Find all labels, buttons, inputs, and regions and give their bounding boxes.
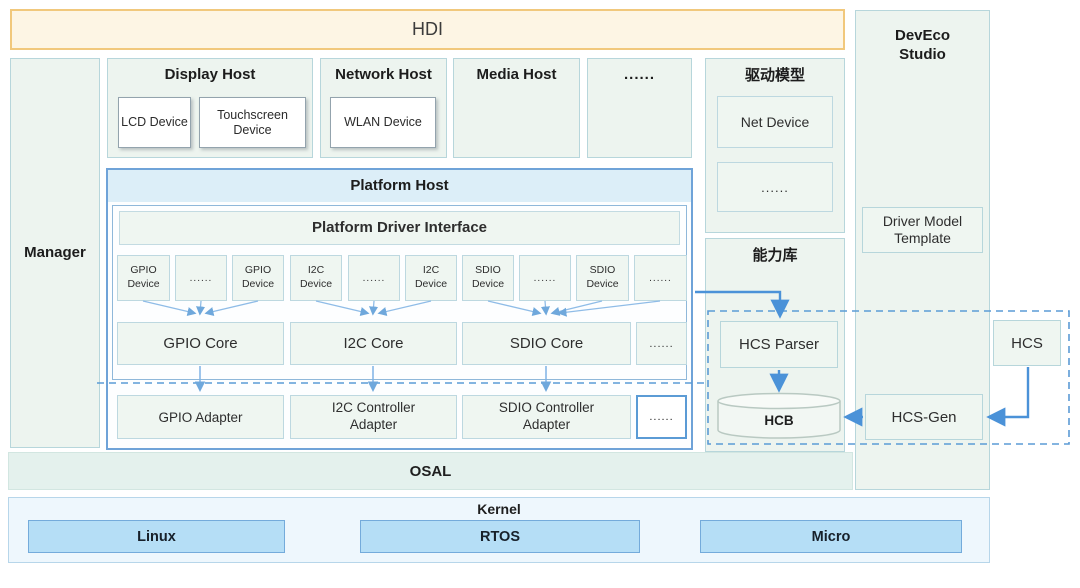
i2c-device-label-1: I2C Device <box>299 264 333 290</box>
gpio-device-box-2: GPIO Device <box>232 255 284 301</box>
wlan-device-label: WLAN Device <box>344 115 422 129</box>
lcd-device-box: LCD Device <box>118 97 191 148</box>
device-more-box-1: ...... <box>175 255 227 301</box>
osal-label: OSAL <box>409 462 452 480</box>
kernel-rtos-label: RTOS <box>479 528 521 545</box>
kernel-micro-label: Micro <box>811 528 851 545</box>
device-more-label-1: ...... <box>189 272 213 284</box>
hcs-label: HCS <box>1011 334 1043 352</box>
gpio-core-label: GPIO Core <box>163 335 238 352</box>
touchscreen-device-box: Touchscreen Device <box>199 97 306 148</box>
kernel-rtos-box: RTOS <box>360 520 640 553</box>
kernel-title: Kernel <box>477 501 521 517</box>
media-host-title: Media Host <box>476 66 557 83</box>
manager-label: Manager <box>24 243 86 261</box>
gpio-device-label-2: GPIO Device <box>241 264 275 290</box>
sdio-device-box-2: SDIO Device <box>576 255 629 301</box>
gpio-core-box: GPIO Core <box>117 322 284 365</box>
device-more-box-4: ...... <box>634 255 687 301</box>
hdi-label: HDI <box>412 19 443 39</box>
device-more-label-4: ...... <box>649 272 672 284</box>
sdio-adapter-box: SDIO Controller Adapter <box>462 395 631 439</box>
i2c-core-label: I2C Core <box>343 335 404 352</box>
gpio-device-label-1: GPIO Device <box>127 264 160 290</box>
i2c-adapter-label: I2C Controller Adapter <box>331 400 416 432</box>
adapter-more-box: ...... <box>636 395 687 439</box>
driver-model-title: 驱动模型 <box>744 67 805 84</box>
sdio-adapter-label: SDIO Controller Adapter <box>498 400 595 432</box>
hdi-bar: HDI <box>10 9 845 50</box>
driver-model-more-label: ...... <box>761 179 789 195</box>
core-more-label: ...... <box>649 337 674 350</box>
hcs-gen-box: HCS-Gen <box>865 394 983 440</box>
gpio-adapter-box: GPIO Adapter <box>117 395 284 439</box>
more-hosts-label: ...... <box>623 66 655 83</box>
net-device-box: Net Device <box>717 96 833 148</box>
platform-host-title: Platform Host <box>108 170 691 202</box>
hcs-parser-box: HCS Parser <box>720 321 838 368</box>
i2c-device-box-1: I2C Device <box>290 255 342 301</box>
media-host-panel: Media Host <box>453 58 580 158</box>
hcs-to-hcs-gen-arrow <box>986 367 1030 427</box>
driver-model-more-box: ...... <box>717 162 833 212</box>
capability-lib-title: 能力库 <box>752 247 798 264</box>
wlan-device-box: WLAN Device <box>330 97 436 148</box>
device-more-box-3: ...... <box>519 255 571 301</box>
kernel-micro-box: Micro <box>700 520 962 553</box>
gpio-adapter-label: GPIO Adapter <box>158 409 243 425</box>
device-more-label-3: ...... <box>533 272 557 284</box>
hcb-database: HCB <box>716 392 842 440</box>
sdio-core-box: SDIO Core <box>462 322 631 365</box>
hcs-box: HCS <box>993 320 1061 366</box>
i2c-device-box-2: I2C Device <box>405 255 457 301</box>
display-host-title: Display Host <box>164 66 256 83</box>
kernel-linux-box: Linux <box>28 520 285 553</box>
hcs-parser-label: HCS Parser <box>738 336 820 353</box>
driver-model-template-box: Driver Model Template <box>862 207 983 253</box>
net-device-label: Net Device <box>740 114 810 130</box>
hcs-gen-label: HCS-Gen <box>891 408 957 426</box>
sdio-device-label-1: SDIO Device <box>471 264 505 290</box>
platform-driver-interface-label: Platform Driver Interface <box>311 218 488 236</box>
device-more-box-2: ...... <box>348 255 400 301</box>
core-more-box: ...... <box>636 322 687 365</box>
i2c-core-box: I2C Core <box>290 322 457 365</box>
lcd-device-label: LCD Device <box>121 115 188 129</box>
i2c-adapter-box: I2C Controller Adapter <box>290 395 457 439</box>
manager-panel: Manager <box>10 58 100 448</box>
i2c-device-label-2: I2C Device <box>414 264 448 290</box>
gpio-device-box-1: GPIO Device <box>117 255 170 301</box>
platform-driver-interface-box: Platform Driver Interface <box>119 211 680 245</box>
hcb-label: HCB <box>764 412 794 428</box>
adapter-more-label: ...... <box>649 411 674 423</box>
sdio-device-box-1: SDIO Device <box>462 255 514 301</box>
network-host-title: Network Host <box>335 66 432 83</box>
deveco-studio-title: DevEco Studio <box>894 27 951 63</box>
more-hosts-panel: ...... <box>587 58 692 158</box>
osal-bar: OSAL <box>8 452 853 490</box>
sdio-core-label: SDIO Core <box>509 335 584 352</box>
touchscreen-device-label: Touchscreen Device <box>217 107 288 137</box>
sdio-device-label-2: SDIO Device <box>586 264 619 290</box>
device-more-label-2: ...... <box>362 272 386 284</box>
kernel-linux-label: Linux <box>137 528 176 545</box>
driver-model-template-label: Driver Model Template <box>882 212 963 247</box>
